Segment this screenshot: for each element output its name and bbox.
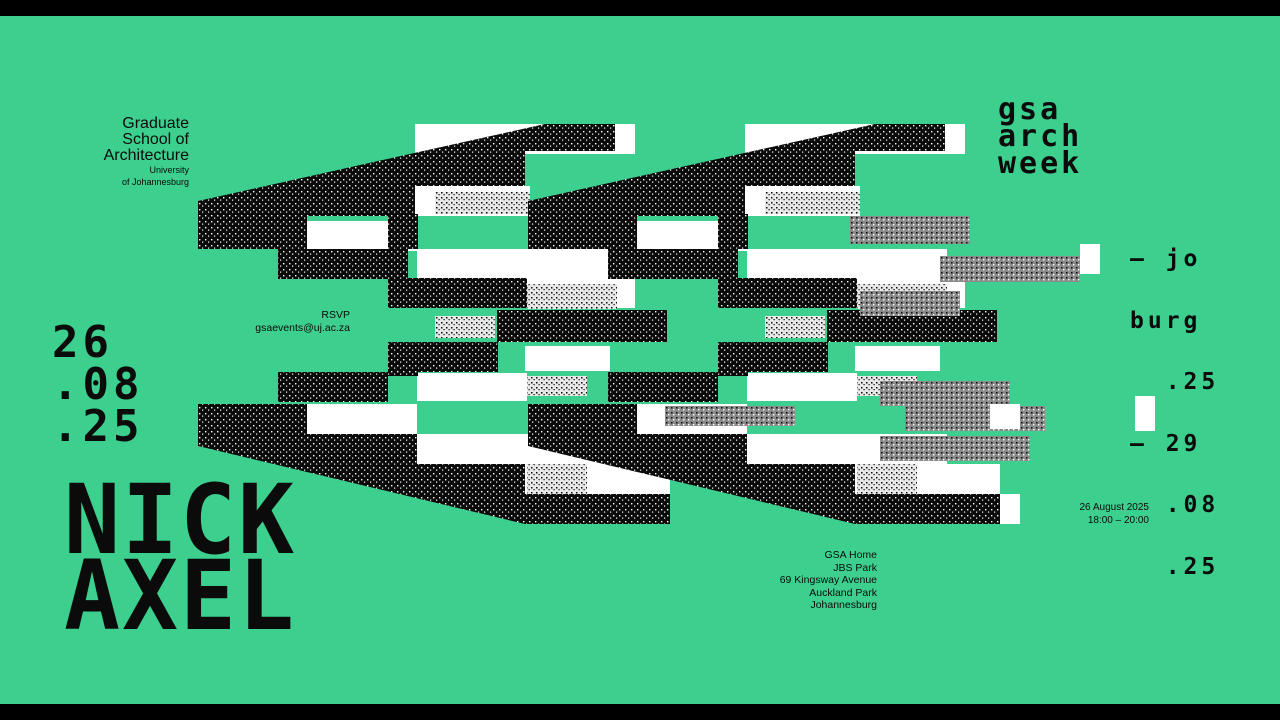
light-step-b-1 [765,316,825,338]
venue-address: GSA Home JBS Park 69 Kingsway Avenue Auc… [780,549,877,612]
series-line-3: week [998,146,1083,181]
black-step-b-0 [608,249,738,279]
edge-highlight-0 [1080,244,1100,274]
edge-highlight-3 [1000,494,1020,524]
poster-background [0,16,1280,704]
venue-line-1: GSA Home [824,549,877,561]
event-datetime: 26 August 2025 18:00 – 20:00 [1079,502,1149,527]
light-step-a-1 [435,316,495,338]
grey-step-2 [860,291,960,316]
rsvp-email[interactable]: gsaevents@uj.ac.za [255,322,350,334]
light-step-a-0 [435,192,530,214]
venue-line-4: Auckland Park [809,586,877,599]
black-step-a-0 [278,249,408,279]
speaker-name: NICK AXEL [64,464,297,652]
venue-line-3: 69 Kingsway Avenue [779,574,877,586]
white-step-a-7 [525,346,610,371]
light-step-b-0 [765,192,860,214]
edge-highlight-2 [990,404,1020,429]
speaker-last-name: AXEL [64,540,297,652]
school-name: Graduate School of Architecture Universi… [104,116,189,188]
black-step-b-4 [608,372,718,402]
edge-highlight-1 [1135,396,1155,431]
black-step-a-6 [497,278,527,308]
city-line-6: .25 [1130,553,1220,580]
grey-step-1 [940,256,1080,282]
school-line-1: Graduate [122,115,189,132]
black-step-b-7 [718,214,748,249]
series-line-1: gsa [998,92,1062,127]
university-line-2: of Johannesburg [121,177,189,187]
black-step-a-2 [497,310,667,342]
rsvp-label: RSVP [321,309,350,321]
event-poster: Graduate School of Architecture Universi… [0,16,1280,704]
top-wedge-b [528,124,945,249]
grey-step-5 [880,436,1030,461]
grey-step-3 [880,381,1010,406]
city-line-5: .08 [1130,492,1220,518]
white-step-a-4 [307,404,417,434]
stepped-graphic-artwork [0,16,1280,704]
rsvp-block: RSVP gsaevents@uj.ac.za [255,309,350,335]
date-month: .08 [52,359,144,410]
black-step-a-1 [388,278,518,308]
black-step-b-6 [827,278,857,308]
light-step-a-4 [527,464,587,494]
event-date: 26 August 2025 [1079,502,1149,513]
venue-line-2: JBS Park [833,561,877,574]
white-step-b-2 [747,249,947,279]
light-step-a-2 [527,284,617,309]
event-city-dates: — jo burg .25 — 29 .08 .25 [1130,208,1219,618]
school-line-2: School of [122,131,189,148]
speaker-first-name: NICK [64,464,297,576]
date-day: 26 [52,317,113,368]
light-step-a-3 [527,376,587,396]
black-step-a-5 [388,346,418,376]
date-large: 26 .08 .25 [52,317,144,452]
date-year: .25 [52,401,144,452]
school-line-3: Architecture [103,147,189,164]
black-step-a-4 [278,372,388,402]
city-line-1: — jo [1130,246,1202,272]
top-wedge-a [198,124,615,249]
black-step-b-1 [718,278,848,308]
stepped-shapes [198,124,1155,524]
event-series-title: gsa arch week [998,92,1083,181]
white-step-a-8 [417,373,527,401]
venue-line-5: Johannesburg [810,599,877,611]
white-step-b-8 [747,373,857,401]
black-step-a-7 [388,214,418,249]
light-step-b-4 [857,464,917,494]
black-step-b-5 [718,346,748,376]
event-time: 18:00 – 20:00 [1087,514,1149,526]
city-line-3: .25 [1130,369,1220,395]
white-step-a-2 [417,249,617,279]
white-step-b-7 [855,346,940,371]
grey-step-0 [850,216,970,244]
grey-step-4 [905,406,1045,431]
city-line-4: — 29 [1130,430,1202,457]
city-line-2: burg [1130,307,1202,334]
grey-step-6 [665,406,795,426]
university-line-1: University [149,165,189,175]
series-line-2: arch [998,119,1083,154]
